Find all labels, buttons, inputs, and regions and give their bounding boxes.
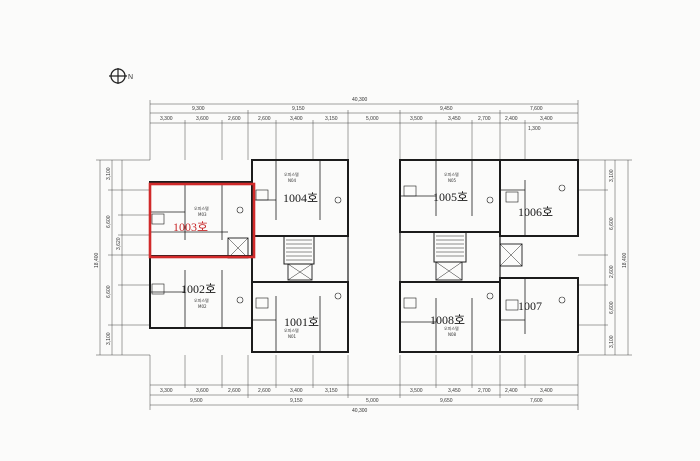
top-left-mid-dim: 9,150	[292, 106, 305, 112]
room-label: M02	[198, 304, 207, 309]
bottom-seg-dim: 2,600	[258, 388, 271, 394]
right-building	[399, 159, 579, 353]
bottom-seg-dim: 3,450	[448, 388, 461, 394]
room-label: 오피스텔	[194, 297, 209, 303]
unit-1001-label: 1001호	[284, 315, 319, 329]
right-seg-dim: 6,600	[609, 301, 615, 314]
room-label: 오피스텔	[284, 327, 299, 333]
room-label: 오피스텔	[284, 171, 299, 177]
north-label: N	[128, 74, 133, 81]
bottom-left-main-dim: 9,500	[190, 398, 203, 404]
bottom-seg-dim: 2,700	[478, 388, 491, 394]
room-label: 오피스텔	[194, 205, 209, 211]
left-seg-dim: 3,100	[106, 167, 112, 180]
room-labels: 오피스텔 M03 오피스텔 M02 오피스텔 N04 오피스텔 N01 오피스텔…	[194, 171, 459, 339]
unit-1004-label: 1004호	[283, 191, 318, 205]
unit-1008-label: 1008호	[430, 313, 465, 327]
left-seg-dim: 3,620	[116, 237, 122, 250]
unit-1003-highlight-box	[148, 182, 256, 259]
room-label: N04	[288, 178, 297, 183]
left-seg-dim: 6,600	[106, 285, 112, 298]
room-label: 오피스텔	[444, 325, 459, 331]
top-seg-dim: 3,300	[160, 116, 173, 122]
left-seg-dim: 3,100	[106, 332, 112, 345]
right-seg-dim: 3,100	[609, 169, 615, 182]
top-dimension-labels: 40,300 9,300 9,150 5,000 9,450 7,600 3,3…	[160, 97, 553, 132]
bottom-right-end-dim: 7,600	[530, 398, 543, 404]
room-label: N01	[288, 334, 297, 339]
bottom-right-main-dim: 9,650	[440, 398, 453, 404]
unit-1002-label: 1002호	[181, 282, 216, 296]
bottom-seg-dim: 2,600	[228, 388, 241, 394]
north-arrow-icon: N	[109, 68, 133, 84]
bottom-total-dim: 40,300	[352, 408, 368, 414]
right-dimensions	[578, 159, 632, 356]
top-gap-dim: 5,000	[366, 116, 379, 122]
top-right-main-dim: 9,450	[440, 106, 453, 112]
room-label: N05	[448, 178, 457, 183]
bottom-seg-dim: 3,400	[540, 388, 553, 394]
right-seg-dim: 6,600	[609, 217, 615, 230]
top-seg-dim: 2,700	[478, 116, 491, 122]
top-left-main-dim: 9,300	[192, 106, 205, 112]
bottom-seg-dim: 3,400	[290, 388, 303, 394]
left-dimensions	[96, 159, 150, 356]
top-right-end-dim: 7,600	[530, 106, 543, 112]
bottom-seg-dim: 3,150	[325, 388, 338, 394]
left-seg-dim: 6,600	[106, 215, 112, 228]
bottom-seg-dim: 3,600	[196, 388, 209, 394]
right-seg-dim: 3,100	[609, 335, 615, 348]
top-seg-dim: 3,150	[325, 116, 338, 122]
top-seg-dim: 2,600	[228, 116, 241, 122]
unit-1005-label: 1005호	[433, 190, 468, 204]
bottom-seg-dim: 2,400	[505, 388, 518, 394]
bottom-dimensions	[149, 355, 579, 410]
unit-1007-label: 1007	[518, 299, 542, 313]
left-total-dim: 18,400	[94, 252, 100, 268]
right-dimension-labels: 18,400 3,100 6,600 2,600 6,600 3,100	[609, 169, 628, 348]
top-seg-dim: 3,400	[290, 116, 303, 122]
unit-labels: 1004호 1003호 1002호 1001호 1005호 1006호 1008…	[173, 190, 553, 329]
bottom-seg-dim: 3,300	[160, 388, 173, 394]
unit-1006-label: 1006호	[518, 205, 553, 219]
top-sub-dim: 1,300	[528, 126, 541, 132]
bottom-dimension-labels: 3,300 3,600 2,600 2,600 3,400 3,150 3,50…	[160, 388, 553, 414]
top-seg-dim: 3,600	[196, 116, 209, 122]
room-label: N08	[448, 332, 457, 337]
top-total-dim: 40,300	[352, 97, 368, 103]
top-dimensions	[149, 100, 579, 160]
top-seg-dim: 3,500	[410, 116, 423, 122]
right-total-dim: 18,400	[622, 252, 628, 268]
room-label: M03	[198, 212, 207, 217]
bottom-seg-dim: 3,500	[410, 388, 423, 394]
top-seg-dim: 2,600	[258, 116, 271, 122]
bottom-left-mid-dim: 9,150	[290, 398, 303, 404]
right-seg-dim: 2,600	[609, 265, 615, 278]
left-dimension-labels: 18,400 3,100 6,600 3,620 6,600 3,100	[94, 167, 122, 345]
bottom-gap-dim: 5,000	[366, 398, 379, 404]
top-seg-dim: 2,400	[505, 116, 518, 122]
room-label: 오피스텔	[444, 171, 459, 177]
top-seg-dim: 3,400	[540, 116, 553, 122]
top-seg-dim: 3,450	[448, 116, 461, 122]
unit-1003-label: 1003호	[173, 220, 208, 234]
left-building	[149, 159, 349, 353]
